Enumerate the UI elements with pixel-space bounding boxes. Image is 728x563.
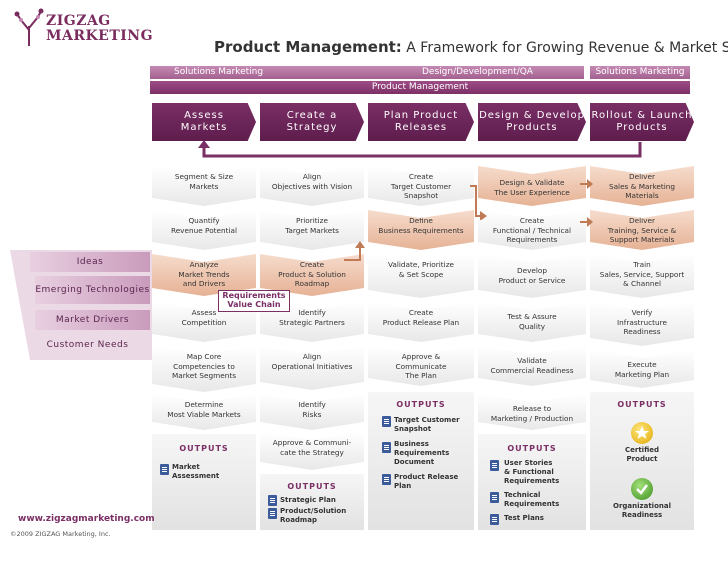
footer-url[interactable]: www.zigzagmarketing.com [18, 514, 155, 524]
title-sub: A Framework for Growing Revenue & Market… [401, 40, 728, 56]
page-title: Product Management: A Framework for Grow… [214, 38, 728, 56]
card-validate-prioritize: Validate, Prioritize& Set Scope [368, 254, 474, 298]
card-approve-communicate-strategy: Approve & Communi-cate the Strategy [260, 432, 364, 470]
document-icon [382, 442, 391, 453]
logo-line2: MARKETING [46, 28, 154, 44]
band-solutions-marketing-right: Solutions Marketing [590, 66, 690, 79]
driver-customer-needs: Customer Needs [46, 339, 129, 350]
document-icon [160, 464, 169, 475]
document-icon [268, 495, 277, 506]
outputs-label: OUTPUTS [179, 444, 229, 453]
driver-ideas: Ideas [30, 252, 150, 272]
document-icon [268, 508, 277, 519]
band-design-dev-qa: Design/Development/QA [422, 67, 533, 77]
logo-tree-icon [14, 8, 44, 46]
title-main: Product Management: [214, 38, 402, 56]
document-icon [490, 514, 499, 525]
footer-copyright: ©2009 ZIGZAG Marketing, Inc. [10, 530, 111, 538]
star-badge-icon [631, 422, 653, 444]
document-icon [490, 492, 499, 503]
connector-arrow-rollout [580, 179, 593, 227]
output-test-plans: Test Plans [504, 514, 544, 522]
feedback-loop-arrow [198, 140, 642, 158]
band-product-management: Product Management [150, 81, 690, 94]
document-icon [382, 474, 391, 485]
connector-arrow-up [344, 241, 365, 261]
logo-line1: ZIGZAG [46, 13, 111, 29]
output-strategic-plan: Strategic Plan [280, 496, 336, 504]
connector-arrow-right [470, 185, 487, 220]
check-badge-icon [631, 478, 653, 500]
document-icon [490, 460, 499, 471]
document-icon [382, 416, 391, 427]
driver-emerging-technologies: Emerging Technologies [35, 276, 150, 304]
driver-market-drivers: Market Drivers [35, 310, 150, 330]
